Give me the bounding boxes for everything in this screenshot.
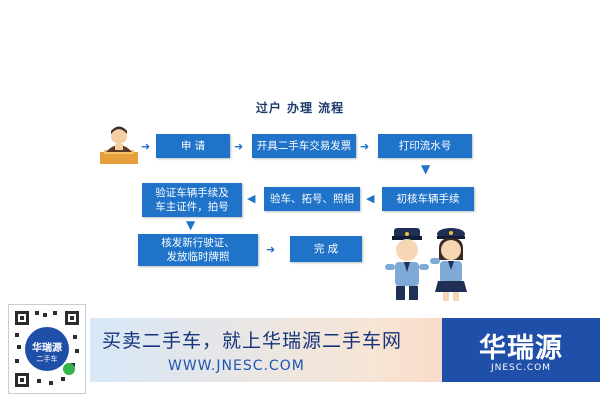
step-inspect-vehicle: 验车、拓号、照相 (264, 187, 360, 211)
qr-code-icon (15, 311, 79, 387)
brand-logo[interactable]: 华瑞源 JNESC.COM (442, 318, 600, 382)
banner-url[interactable]: WWW.JNESC.COM (168, 358, 305, 374)
arrow-right-icon: ➜ (266, 243, 276, 256)
arrow-down-icon: ▼ (186, 218, 196, 232)
police-officer-male-icon (385, 228, 429, 300)
qr-center-logo: 华瑞源 (32, 343, 62, 354)
brand-logo-name: 华瑞源 (479, 333, 563, 364)
police-officer-female-icon (430, 228, 467, 301)
arrow-right-icon: ➜ (360, 140, 370, 153)
step-apply: 申 请 (156, 134, 230, 158)
step-label: 验证车辆手续及 车主证件，拍号 (155, 187, 229, 213)
brand-logo-domain: JNESC.COM (490, 363, 552, 373)
step-issue-license: 核发新行驶证、 发放临时牌照 (138, 234, 258, 266)
step-label: 开具二手车交易发票 (256, 140, 352, 152)
step-verify-documents: 验证车辆手续及 车主证件，拍号 (142, 183, 242, 217)
arrow-right-icon: ➜ (141, 140, 151, 153)
flow-title: 过户 办理 流程 (255, 101, 345, 115)
step-label: 打印流水号 (398, 140, 452, 152)
qr-center-sublabel: 二手车 (36, 355, 58, 363)
step-initial-check: 初核车辆手续 (382, 187, 474, 211)
step-complete: 完 成 (290, 236, 362, 262)
banner-slogan: 买卖二手车，就上华瑞源二手车网 (102, 330, 403, 352)
step-label: 申 请 (180, 140, 206, 152)
person-at-desk-icon (100, 126, 138, 164)
step-label: 初核车辆手续 (396, 193, 460, 205)
arrow-left-icon: ◀ (366, 192, 375, 205)
step-print-serial: 打印流水号 (378, 134, 472, 158)
step-label: 完 成 (313, 243, 339, 255)
step-issue-invoice: 开具二手车交易发票 (252, 134, 356, 158)
step-label: 核发新行驶证、 发放临时牌照 (161, 237, 235, 263)
arrow-right-icon: ➜ (234, 140, 244, 153)
arrow-left-icon: ◀ (247, 192, 256, 205)
step-label: 验车、拓号、照相 (270, 193, 354, 205)
qr-code[interactable]: 华瑞源 二手车 (8, 304, 86, 394)
arrow-down-icon: ▼ (421, 162, 431, 176)
